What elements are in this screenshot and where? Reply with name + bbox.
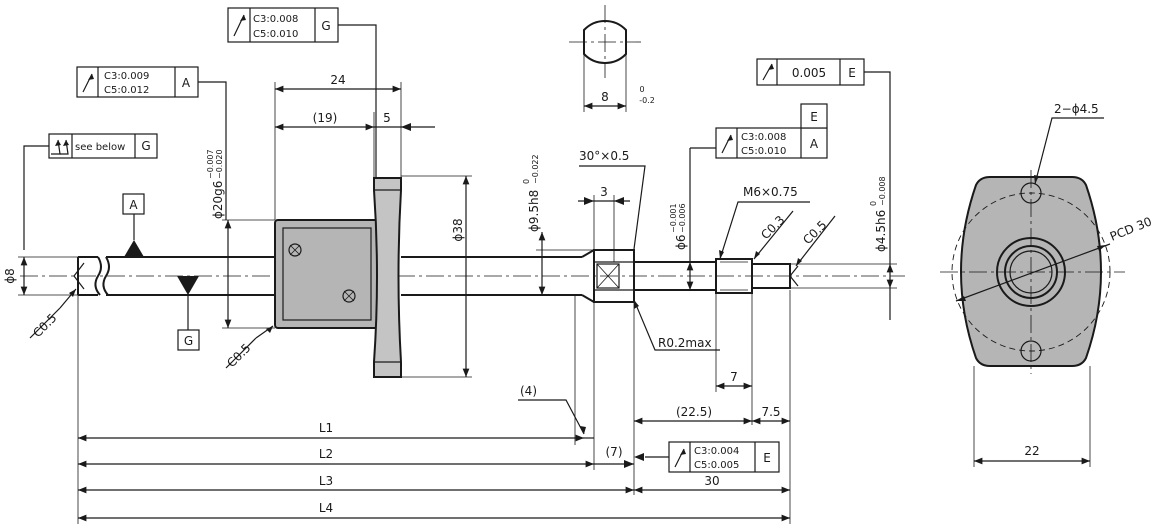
svg-text:C3:0.004: C3:0.004 bbox=[694, 446, 739, 457]
fcf-left: C3:0.009 C5:0.012 A bbox=[76, 66, 199, 98]
svg-text:G: G bbox=[141, 139, 150, 153]
svg-text:C5:0.005: C5:0.005 bbox=[694, 460, 739, 471]
total-runout-icon bbox=[51, 139, 69, 155]
dim-l1: L1 bbox=[319, 421, 333, 435]
datum-a-triangle-icon bbox=[124, 240, 144, 257]
svg-text:C3:0.008: C3:0.008 bbox=[741, 132, 786, 143]
flange-end-view: PCD 30 2−ϕ4.5 22 bbox=[940, 102, 1154, 467]
svg-text:C3:0.008: C3:0.008 bbox=[253, 14, 298, 25]
dim-8: 8 bbox=[601, 90, 609, 104]
svg-text:−0.001: −0.001 bbox=[669, 203, 678, 233]
svg-text:A: A bbox=[810, 137, 819, 151]
svg-text:G: G bbox=[321, 19, 330, 33]
support-end bbox=[593, 249, 799, 303]
svg-text:−0.020: −0.020 bbox=[215, 149, 224, 179]
dim-24: 24 bbox=[330, 73, 345, 87]
fcf-top: C3:0.008 C5:0.010 G bbox=[227, 7, 339, 43]
dim-30: 30 bbox=[704, 474, 719, 488]
fcf-total-runout: see below G bbox=[48, 133, 158, 159]
svg-text:ϕ9.5h8: ϕ9.5h8 bbox=[527, 190, 541, 232]
chamfer-c03: C0.3 bbox=[758, 213, 787, 242]
datum-g-triangle-icon bbox=[177, 276, 199, 295]
dim-phi6: ϕ6 −0.001 −0.006 bbox=[669, 203, 688, 250]
dim-7-paren: (7) bbox=[606, 445, 623, 459]
fcf-right-top: 0.005 E bbox=[756, 58, 865, 86]
dim-r02: R0.2max bbox=[658, 336, 712, 350]
dim-3: 3 bbox=[600, 185, 608, 199]
dim-5: 5 bbox=[383, 111, 391, 125]
circular-runout-icon bbox=[82, 73, 94, 93]
svg-text:C5:0.010: C5:0.010 bbox=[741, 146, 786, 157]
dim-7-5: 7.5 bbox=[761, 405, 780, 419]
dim-phi20: ϕ20g6 −0.007 −0.020 bbox=[206, 149, 225, 219]
svg-text:−0.007: −0.007 bbox=[206, 149, 215, 179]
grease-hole-icon bbox=[288, 243, 302, 257]
svg-text:ϕ6: ϕ6 bbox=[674, 234, 688, 250]
svg-text:0: 0 bbox=[639, 85, 644, 94]
grease-hole-icon bbox=[342, 289, 356, 303]
shaft-section-view: 8 0 -0.2 bbox=[569, 5, 655, 112]
svg-text:−0.022: −0.022 bbox=[531, 154, 540, 184]
dim-m6: M6×0.75 bbox=[743, 185, 798, 199]
circular-runout-icon bbox=[762, 63, 774, 81]
dim-phi95: ϕ9.5h8 0 −0.022 bbox=[522, 154, 541, 232]
circular-runout-icon bbox=[233, 14, 246, 37]
fcf-bottom: C3:0.004 C5:0.005 E bbox=[668, 441, 780, 473]
circular-runout-icon bbox=[674, 448, 686, 468]
chamfer-c05-left: C0.5 bbox=[30, 311, 59, 340]
dim-19: (19) bbox=[313, 111, 338, 125]
svg-text:see below: see below bbox=[75, 142, 125, 153]
dim-4: (4) bbox=[520, 384, 537, 398]
dim-phi8: ϕ8 bbox=[3, 268, 17, 284]
svg-text:E: E bbox=[763, 451, 771, 465]
dim-holes: 2−ϕ4.5 bbox=[1054, 102, 1099, 116]
svg-text:C5:0.012: C5:0.012 bbox=[104, 85, 149, 96]
datum-a-label: A bbox=[129, 198, 138, 212]
ball-nut bbox=[274, 177, 402, 378]
svg-text:ϕ4.5h6: ϕ4.5h6 bbox=[874, 210, 888, 252]
svg-text:-0.2: -0.2 bbox=[639, 96, 655, 105]
datum-g-label: G bbox=[184, 334, 193, 348]
datum-g-box bbox=[177, 329, 200, 351]
dim-phi38: ϕ38 bbox=[451, 218, 465, 241]
datum-a-box bbox=[122, 193, 145, 215]
circular-runout-icon bbox=[721, 134, 733, 154]
svg-text:0: 0 bbox=[522, 179, 531, 184]
svg-text:A: A bbox=[182, 76, 191, 90]
svg-text:−0.008: −0.008 bbox=[878, 176, 887, 206]
svg-text:ϕ20g6: ϕ20g6 bbox=[211, 181, 225, 219]
svg-text:C3:0.009: C3:0.009 bbox=[104, 71, 149, 82]
dim-22-5: (22.5) bbox=[676, 405, 712, 419]
dim-pcd: PCD 30 bbox=[1108, 214, 1154, 243]
dim-l4: L4 bbox=[319, 501, 333, 515]
svg-text:E: E bbox=[848, 66, 856, 80]
dim-7: 7 bbox=[730, 370, 738, 384]
svg-text:−0.006: −0.006 bbox=[678, 203, 687, 233]
dim-22: 22 bbox=[1024, 444, 1039, 458]
fcf-right-mid: C3:0.008 C5:0.010 A E bbox=[715, 103, 828, 159]
svg-text:C5:0.010: C5:0.010 bbox=[253, 29, 298, 40]
dim-phi45: ϕ4.5h6 0 −0.008 bbox=[869, 176, 888, 252]
dim-l3: L3 bbox=[319, 474, 333, 488]
svg-text:E: E bbox=[810, 110, 818, 124]
svg-text:0: 0 bbox=[869, 201, 878, 206]
chamfer-30deg: 30°×0.5 bbox=[579, 149, 629, 163]
dim-l2: L2 bbox=[319, 447, 333, 461]
svg-text:0.005: 0.005 bbox=[792, 66, 826, 80]
